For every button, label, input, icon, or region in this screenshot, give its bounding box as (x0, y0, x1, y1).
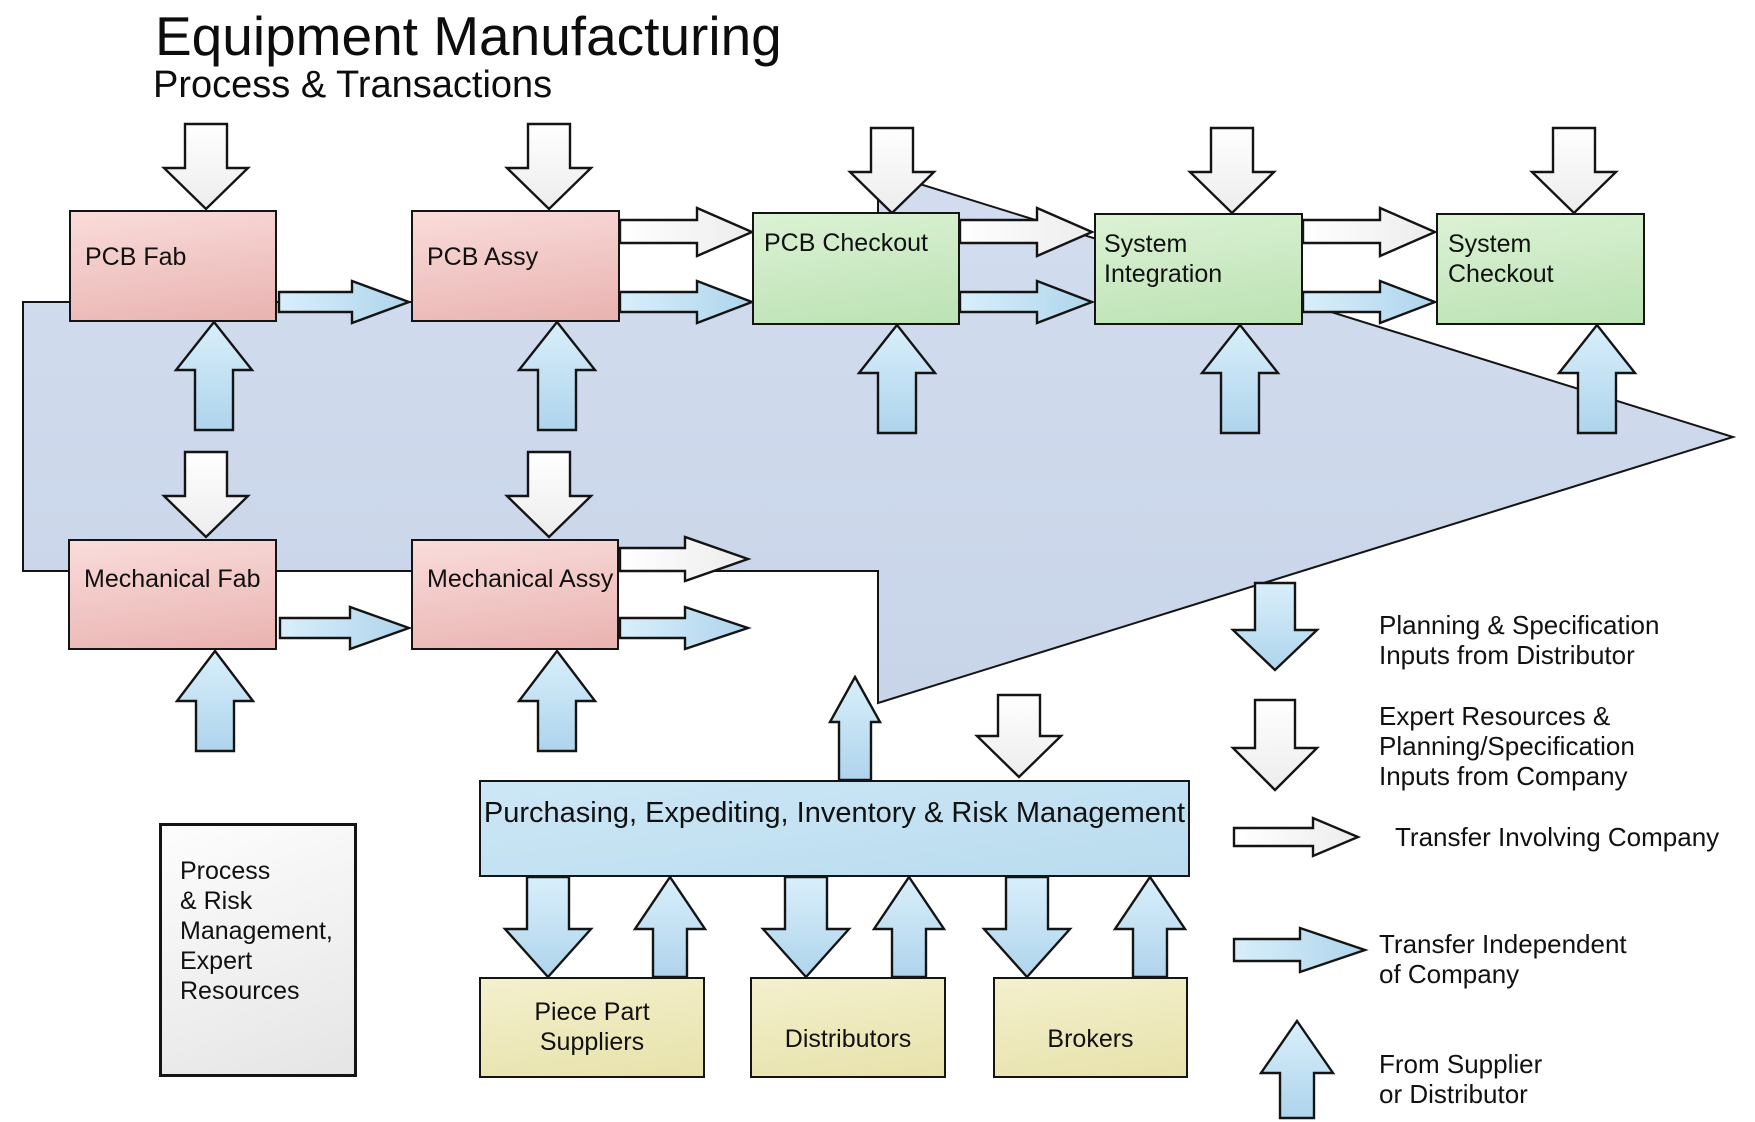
node-pcb-fab: PCB Fab (69, 210, 277, 322)
blue-right-arrow-checkout-to-integration (958, 279, 1096, 325)
white-down-arrow-pcb-assy (504, 122, 594, 211)
blue-down-arrow-piece-part-suppliers (502, 875, 594, 979)
white-down-arrow-pcb-fab (161, 122, 251, 211)
legend-item-transfer-involving-company: Transfer Involving Company (1395, 822, 1720, 852)
blue-right-arrow-fab-to-assy (277, 279, 413, 325)
node-distributors: Distributors (750, 977, 946, 1078)
node-process-risk-note-label: Process & Risk Management, Expert Resour… (180, 857, 333, 1005)
blue-up-arrow-pcb-checkout (856, 323, 938, 435)
blue-up-arrow-piece-part-suppliers (632, 874, 708, 979)
node-piece-part-suppliers: Piece Part Suppliers (479, 977, 705, 1078)
page-subtitle: Process & Transactions (153, 64, 553, 106)
legend-item-distributor-inputs: Planning & Specification Inputs from Dis… (1379, 610, 1660, 670)
node-mechanical-fab-label: Mechanical Fab (84, 565, 261, 593)
node-system-checkout: System Checkout (1436, 213, 1645, 325)
node-system-integration-label: System Integration (1104, 230, 1223, 288)
blue-up-arrow-pcb-assy (516, 320, 598, 432)
blue-right-arrow-integration-to-checkout (1301, 279, 1439, 325)
legend-white-right-arrow-icon (1232, 816, 1362, 858)
legend-item-from-supplier: From Supplier or Distributor (1379, 1049, 1543, 1109)
white-down-arrow-purchasing (974, 693, 1064, 779)
node-mechanical-assy: Mechanical Assy (411, 539, 619, 650)
node-system-integration: System Integration (1094, 213, 1303, 325)
node-pcb-assy-label: PCB Assy (427, 243, 539, 271)
blue-down-arrow-distributors (760, 875, 852, 979)
blue-up-arrow-system-checkout (1556, 323, 1638, 435)
node-brokers-label: Brokers (1047, 1025, 1134, 1053)
blue-up-arrow-distributors (871, 874, 947, 979)
node-pcb-checkout-label: PCB Checkout (764, 229, 928, 257)
node-distributors-label: Distributors (784, 1025, 912, 1053)
blue-up-arrow-purchasing-to-flow (827, 674, 883, 782)
white-right-arrow-assy-to-checkout (618, 206, 756, 258)
blue-up-arrow-pcb-fab (173, 320, 255, 432)
legend-item-company-inputs: Expert Resources & Planning/Specificatio… (1379, 701, 1635, 791)
white-down-arrow-mechanical-fab (161, 450, 251, 539)
white-down-arrow-system-integration (1187, 126, 1277, 215)
white-down-arrow-pcb-checkout (847, 126, 937, 215)
node-pcb-assy: PCB Assy (411, 210, 620, 322)
blue-up-arrow-brokers (1112, 874, 1188, 979)
legend-blue-down-arrow-icon (1230, 581, 1320, 672)
legend-white-down-arrow-icon (1230, 698, 1320, 792)
blue-up-arrow-mechanical-assy (516, 649, 598, 753)
node-pcb-checkout: PCB Checkout (752, 212, 960, 325)
blue-up-arrow-system-integration (1199, 323, 1281, 435)
white-right-arrow-integration-to-checkout (1301, 206, 1439, 258)
node-brokers: Brokers (993, 977, 1188, 1078)
white-right-arrow-mechanical-assy-out (618, 535, 752, 583)
legend-item-transfer-independent: Transfer Independent of Company (1379, 929, 1627, 989)
node-purchasing-bar: Purchasing, Expediting, Inventory & Risk… (479, 780, 1190, 877)
node-mechanical-fab: Mechanical Fab (68, 539, 277, 650)
white-down-arrow-system-checkout (1529, 126, 1619, 215)
blue-up-arrow-mechanical-fab (174, 649, 256, 753)
legend-blue-up-arrow-icon (1258, 1018, 1336, 1120)
white-right-arrow-checkout-to-integration (958, 206, 1096, 258)
node-mechanical-assy-label: Mechanical Assy (427, 565, 614, 593)
blue-down-arrow-brokers (981, 875, 1073, 979)
node-pcb-fab-label: PCB Fab (85, 243, 187, 271)
blue-right-arrow-assy-to-checkout (618, 279, 756, 325)
white-down-arrow-mechanical-assy (504, 450, 594, 539)
blue-right-arrow-mech-fab-to-assy (278, 605, 413, 651)
legend-blue-right-arrow-icon (1232, 926, 1369, 974)
node-piece-part-suppliers-label: Piece Part Suppliers (534, 998, 650, 1056)
node-system-checkout-label: System Checkout (1448, 230, 1554, 288)
node-process-risk-note: Process & Risk Management, Expert Resour… (159, 823, 357, 1077)
node-purchasing-bar-label: Purchasing, Expediting, Inventory & Risk… (483, 797, 1186, 829)
blue-right-arrow-mechanical-assy-out (618, 605, 752, 651)
page-title: Equipment Manufacturing (155, 5, 782, 67)
